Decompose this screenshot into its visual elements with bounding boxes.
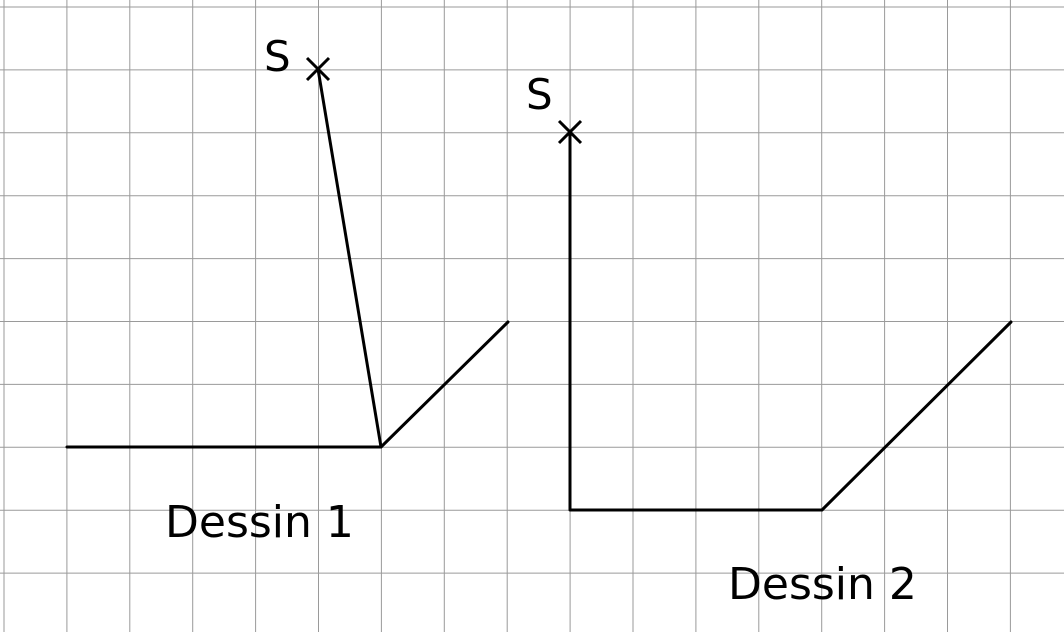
- drawing-2-caption: Dessin 2: [728, 559, 917, 610]
- drawing-1-cross-icon: [305, 56, 331, 82]
- drawing-2: S Dessin 2: [526, 70, 1013, 610]
- drawing-1-segment-to-s: [316, 67, 383, 449]
- drawing-2-figure: [568, 130, 1013, 512]
- drawing-1-caption: Dessin 1: [165, 497, 354, 548]
- drawing-1-point-label: S: [264, 32, 291, 81]
- drawing-2-point-label: S: [526, 70, 553, 119]
- drawing-1: S Dessin 1: [65, 32, 510, 548]
- drawing-2-cross-icon: [557, 119, 583, 145]
